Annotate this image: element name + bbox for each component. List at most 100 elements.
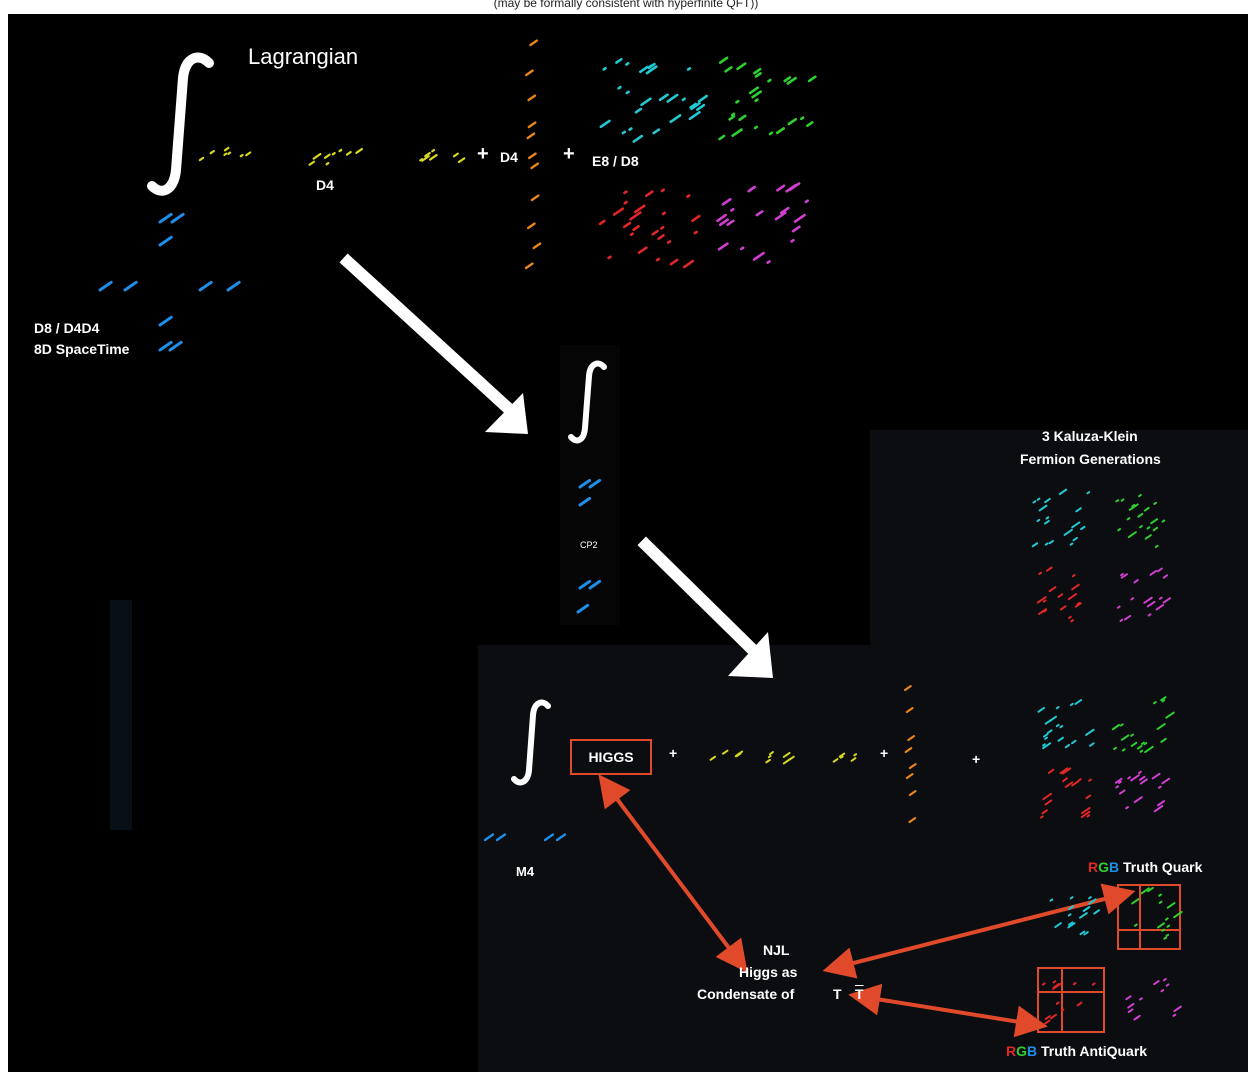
green-root-dash [807, 75, 817, 83]
red-root-dash [1048, 586, 1057, 593]
truth-antiquark-label: RGB Truth AntiQuark [1006, 1043, 1147, 1059]
red-root-dash [660, 225, 665, 230]
cyan-root-dash [1055, 723, 1060, 728]
green-root-dash [1139, 525, 1143, 529]
red-root-dash [1060, 1008, 1065, 1012]
green-root-dash [1146, 526, 1151, 530]
cyan-root-dash [1063, 528, 1073, 536]
magenta-root-dash [1155, 604, 1165, 611]
orange-root-dash [532, 242, 542, 250]
blue-root-dash [483, 833, 495, 842]
blue-root-dash [158, 212, 173, 224]
magenta-root-dash [1161, 777, 1171, 785]
cyan-root-dash [617, 85, 622, 90]
njl-label: NJL [763, 942, 790, 958]
red-root-dash [660, 188, 666, 193]
red-root-dash [1077, 778, 1082, 782]
green-root-dash [768, 131, 774, 136]
green-root-dash [1150, 518, 1159, 525]
d4-gauge-label: D4 [500, 149, 518, 165]
lagrangian-title: Lagrangian [248, 44, 359, 69]
green-root-dash [718, 134, 726, 141]
green-root-dash [1120, 498, 1125, 502]
orange-root-dash [526, 132, 536, 140]
red-root-dash [1046, 566, 1053, 572]
green-root-dash [1152, 701, 1157, 705]
cyan-root-dash [1054, 922, 1062, 929]
cyan-root-dash [645, 65, 658, 75]
yellow-root-dash [765, 758, 771, 764]
orange-root-dash [908, 790, 917, 797]
m4-label: M4 [516, 864, 535, 879]
cyan-root-dash [647, 62, 656, 70]
red-root-dash [666, 240, 672, 244]
kaluza-klein-label-1: 3 Kaluza-Klein [1042, 428, 1138, 444]
truth-antiquark-text: Truth AntiQuark [1041, 1043, 1148, 1059]
magenta-root-dash [1130, 774, 1140, 782]
cyan-root-dash [1079, 930, 1086, 936]
magenta-root-dash [790, 238, 795, 243]
cyan-root-dash [697, 94, 709, 103]
green-root-dash [1115, 499, 1120, 503]
orange-root-dash [530, 194, 540, 202]
cyan-root-dash [1086, 491, 1091, 495]
plus-sign-2: + [563, 143, 575, 165]
cyan-root-dash [632, 134, 644, 143]
cyan-root-dash [1088, 896, 1092, 900]
green-root-dash [1166, 902, 1176, 909]
blue-root-dash [578, 478, 592, 489]
yellow-root-dash [832, 758, 839, 763]
green-root-dash [1173, 910, 1183, 919]
red-root-dash [644, 190, 654, 198]
cyan-root-dash [1088, 898, 1097, 905]
cyan-root-dash [1044, 736, 1048, 740]
orange-root-dash [529, 39, 539, 47]
cyan-root-dash [1064, 743, 1071, 749]
magenta-root-dash [1139, 997, 1143, 1001]
magenta-root-dash [1162, 597, 1172, 604]
cyan-root-dash [1037, 706, 1046, 713]
red-root-dash [1038, 571, 1043, 575]
red-root-dash [686, 194, 691, 199]
red-root-dash [1076, 602, 1081, 606]
red-root-dash [1041, 982, 1046, 986]
magenta-root-dash [1127, 1002, 1135, 1009]
red-root-dash [623, 200, 628, 205]
red-root-dash [657, 234, 665, 240]
green-root-dash [1144, 745, 1154, 754]
cyan-root-dash [1079, 912, 1088, 919]
red-root-dash [1044, 799, 1053, 806]
green-root-dash [736, 62, 747, 71]
green-root-dash [1119, 723, 1124, 727]
red-root-dash [1038, 608, 1048, 615]
cyan-root-dash [1059, 725, 1064, 729]
green-root-dash [1163, 936, 1168, 940]
yellow-root-dash [768, 751, 774, 756]
yellow-root-dash [452, 152, 459, 158]
magenta-root-dash [1153, 805, 1164, 813]
green-root-dash [767, 78, 772, 83]
truth-antiquark-arrow [848, 983, 1048, 1038]
cyan-root-dash [1044, 542, 1049, 546]
root-vector-marks [98, 39, 1183, 1026]
blue-root-dash [170, 212, 185, 224]
green-root-dash [786, 76, 797, 85]
green-root-dash [1143, 742, 1148, 746]
magenta-root-dash [1165, 983, 1170, 987]
cyan-root-dash [1067, 913, 1072, 917]
cyan-root-dash [1057, 736, 1064, 742]
red-root-dash [691, 214, 701, 223]
e8-d8-label: E8 / D8 [592, 153, 639, 169]
t-bar-symbol: T [855, 986, 864, 1002]
yellow-root-dash [838, 752, 846, 758]
green-root-dash [1133, 923, 1138, 927]
red-root-dash [651, 229, 659, 236]
magenta-root-dash [1133, 579, 1139, 584]
green-root-dash [1141, 741, 1145, 745]
magenta-root-dash [1158, 596, 1163, 600]
green-root-dash [753, 67, 762, 75]
arrow-top-to-cp2 [339, 253, 528, 434]
yellow-root-dash [245, 151, 252, 157]
magenta-root-dash [717, 242, 729, 251]
magenta-root-dash [1151, 772, 1161, 780]
